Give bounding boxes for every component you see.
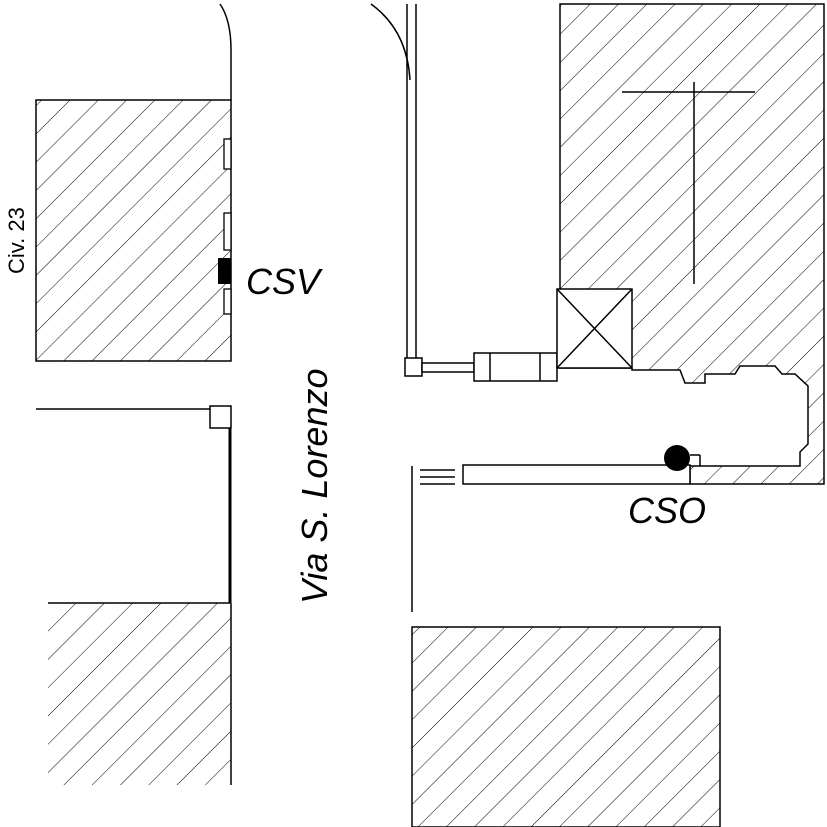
chamber-x-b bbox=[556, 288, 633, 369]
building-bottom-left bbox=[48, 603, 231, 785]
cso-label: CSO bbox=[628, 490, 706, 531]
valve-body bbox=[473, 352, 558, 382]
left-facade-curve bbox=[219, 3, 232, 100]
right-top-curve bbox=[370, 3, 411, 81]
building-right bbox=[559, 3, 825, 485]
cso-marker bbox=[664, 445, 690, 471]
pipe-end-box bbox=[404, 357, 423, 377]
street-name-label: Via S. Lorenzo bbox=[294, 369, 335, 605]
cso-conduit bbox=[462, 464, 691, 485]
building-bottom-right bbox=[411, 626, 721, 827]
pipe-horizontal bbox=[421, 362, 475, 373]
left-corner-box bbox=[209, 405, 232, 429]
civic-number-label: Civ. 23 bbox=[4, 207, 29, 274]
steps-symbol bbox=[420, 469, 455, 485]
building-civ-23 bbox=[35, 99, 232, 362]
facade-openings bbox=[223, 138, 232, 315]
csv-marker bbox=[218, 258, 231, 284]
csv-label: CSV bbox=[246, 261, 323, 302]
